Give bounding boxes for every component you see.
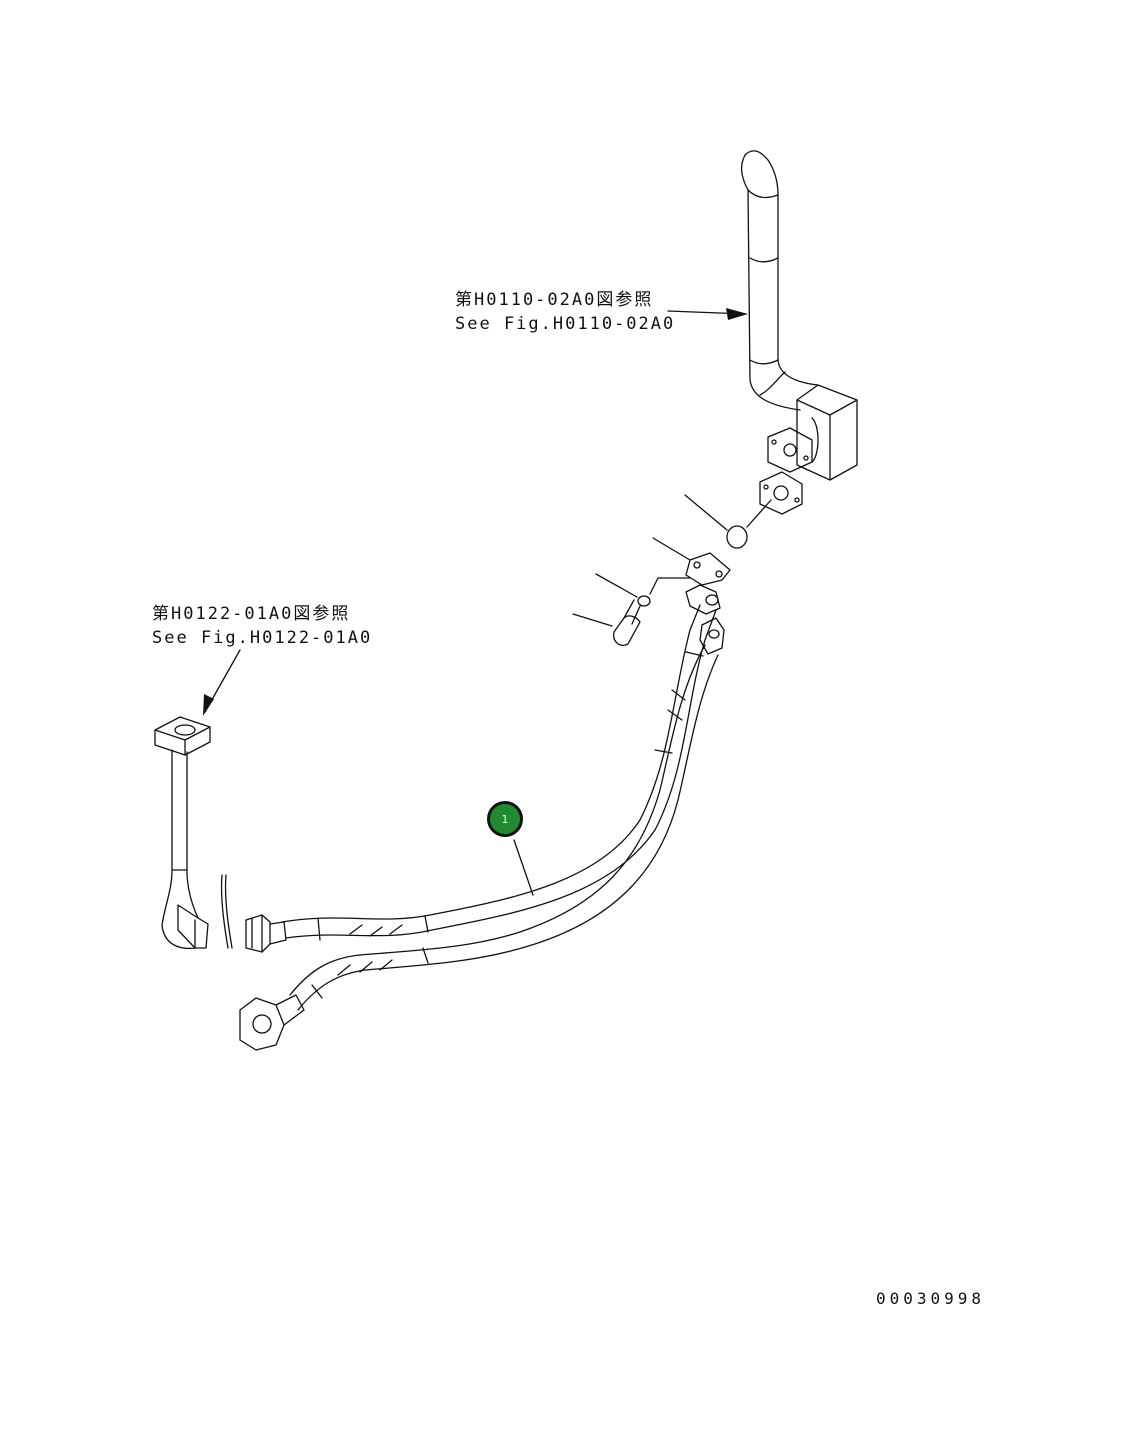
bolt [573, 600, 640, 645]
left-pipe [155, 717, 210, 948]
reference-note-left-jp: 第H0122-01A0図参照 [152, 604, 351, 624]
hose-lower [240, 618, 724, 1050]
valve-block [797, 385, 857, 480]
part-callout-1[interactable]: 1 [487, 801, 523, 837]
reference-note-top: 第H0110-02A0図参照 See Fig.H0110-02A0 [455, 288, 675, 336]
upper-pipe [742, 151, 818, 410]
washer [596, 574, 690, 606]
o-ring-left [222, 875, 232, 948]
reference-note-left-en: See Fig.H0122-01A0 [152, 628, 373, 648]
reference-note-top-jp: 第H0110-02A0図参照 [455, 290, 654, 310]
reference-note-top-en: See Fig.H0110-02A0 [455, 314, 676, 334]
leader-callout-1 [514, 840, 533, 895]
drawing-number: 00030998 [876, 1289, 986, 1308]
o-ring [685, 495, 771, 548]
upper-flange [760, 428, 812, 514]
split-flange [653, 538, 730, 585]
reference-note-left: 第H0122-01A0図参照 See Fig.H0122-01A0 [152, 602, 372, 650]
